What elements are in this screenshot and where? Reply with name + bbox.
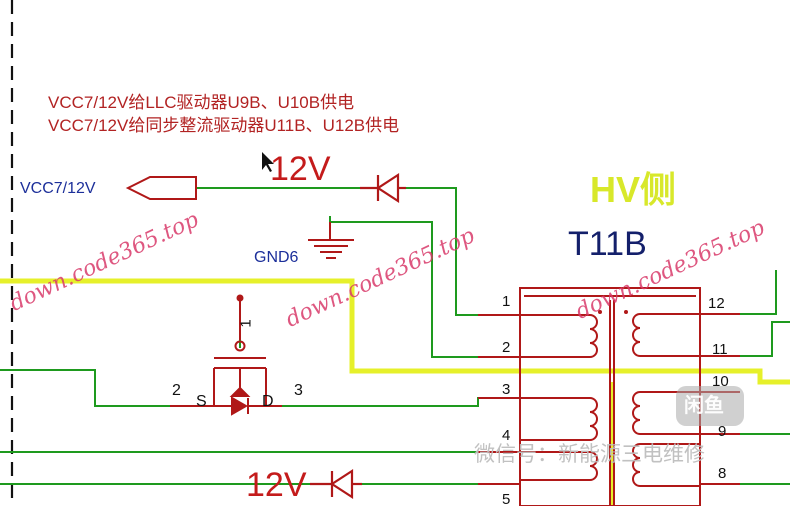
primary-pin-5: 5 <box>502 491 511 508</box>
xianyu-logo-badge <box>676 386 744 426</box>
voltage-label-bottom: 12V <box>246 466 307 504</box>
secondary-pin-10: 10 <box>712 373 729 390</box>
ground-symbol <box>308 222 354 259</box>
hv-side-label: HV侧 <box>590 169 677 210</box>
secondary-pin-11: 11 <box>712 341 728 358</box>
transformer-label: T11B <box>568 225 647 263</box>
wire-source <box>0 369 170 407</box>
annotation-line-2: VCC7/12V给同步整流驱动器U11B、U12B供电 <box>48 116 400 135</box>
primary-pin-3: 3 <box>502 381 511 398</box>
vcc-port-symbol <box>125 176 197 200</box>
highlight-net <box>0 278 790 385</box>
mosfet-symbol <box>170 294 282 407</box>
primary-pin-1: 1 <box>502 293 511 310</box>
phase-dot-primary <box>598 310 602 314</box>
body-diode <box>214 396 266 416</box>
gnd-label: GND6 <box>254 249 299 266</box>
mosfet-drain-label: D <box>262 393 274 410</box>
wire-drain-to-pin3 <box>282 397 520 407</box>
xianyu-logo-text: 闲鱼 <box>684 395 724 417</box>
primary-pin-4: 4 <box>502 427 511 444</box>
wires <box>0 187 790 485</box>
wechat-id-label: 微信号：新能源三电维修 <box>474 443 705 466</box>
diode-bottom <box>310 468 362 500</box>
secondary-pin-8: 8 <box>718 465 727 482</box>
annotation-line-1: VCC7/12V给LLC驱动器U9B、U10B供电 <box>48 93 355 112</box>
mosfet-pin-3: 3 <box>294 382 303 399</box>
phase-dot-secondary <box>624 310 628 314</box>
primary-pin-2: 2 <box>502 339 511 356</box>
diode-top <box>360 172 406 204</box>
mouse-cursor-icon <box>262 152 274 172</box>
voltage-label-top: 12V <box>270 150 331 188</box>
secondary-pin-9: 9 <box>718 423 727 440</box>
mosfet-source-label: S <box>196 393 207 410</box>
vcc-port-label: VCC7/12V <box>20 180 96 197</box>
secondary-pin-12: 12 <box>708 295 725 312</box>
mosfet-pin-2: 2 <box>172 382 181 399</box>
mosfet-gate-pin: 1 <box>237 319 255 328</box>
